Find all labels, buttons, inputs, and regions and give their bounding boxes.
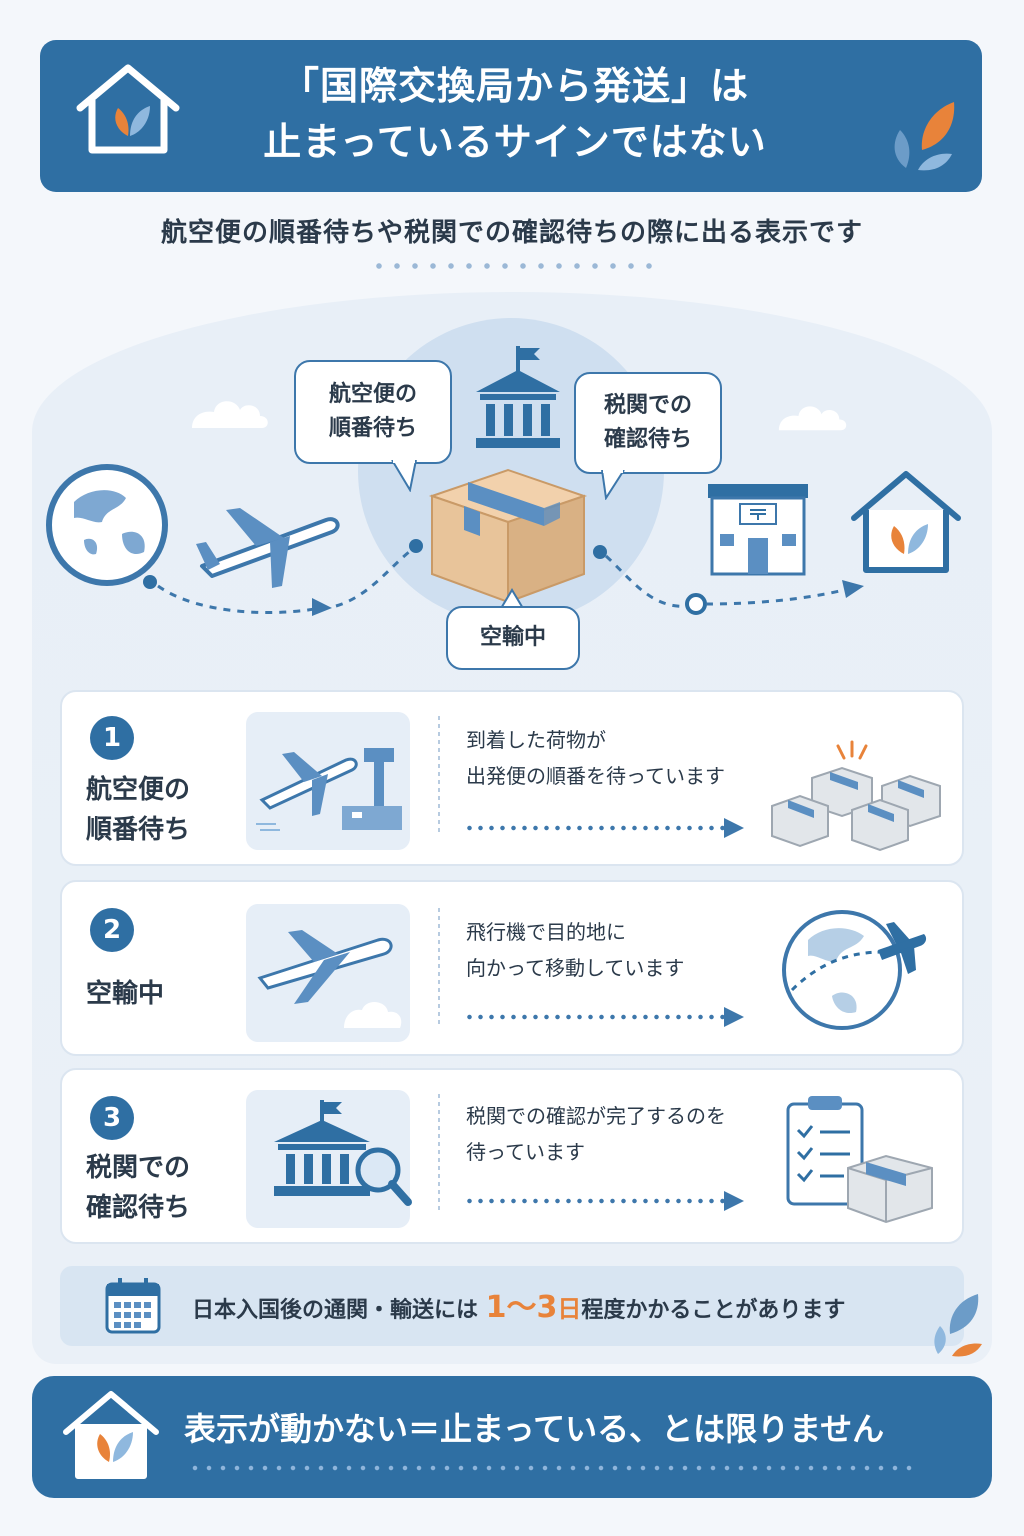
step-desc-line: 到着した荷物が [466, 728, 606, 752]
globe-airplane-icon [782, 910, 927, 1030]
separator [438, 716, 440, 836]
dotted-arrow [464, 1196, 726, 1206]
arrow-head-icon [724, 1191, 744, 1211]
footer-dotted-divider [188, 1464, 918, 1472]
airplane-icon [196, 508, 340, 588]
note-bar [60, 1266, 964, 1346]
step-title: 空輸中 [86, 974, 164, 1014]
footer-banner [32, 1376, 992, 1498]
title-line-1: 「国際交換局から発送」は [280, 64, 749, 108]
separator [438, 1094, 440, 1214]
subtitle: 航空便の順番待ちや税関での確認待ちの際に出る表示です [160, 218, 863, 248]
airplane-cloud-icon [257, 930, 402, 1028]
dotted-arrow [464, 823, 726, 833]
packages-stack-icon [771, 740, 941, 852]
step-title-line: 航空便の [86, 775, 191, 805]
step-number: 1 [90, 716, 134, 760]
step-description: 到着した荷物が 出発便の順番を待っています [466, 722, 725, 794]
cloud-icon [778, 406, 847, 431]
arrow-head-icon [724, 1007, 744, 1027]
clipboard-package-icon [786, 1096, 933, 1224]
separator [438, 908, 440, 1028]
cloud-icon [192, 401, 268, 428]
header-banner [40, 40, 982, 192]
footer-message: 表示が動かない＝止まっている、とは限りません [184, 1410, 885, 1448]
arrow-head-icon [724, 818, 744, 838]
step-title: 航空便の 順番待ち [86, 770, 190, 850]
route-path-right [593, 545, 864, 615]
step-number: 3 [90, 1096, 134, 1140]
bubble-tail [601, 470, 625, 500]
step-desc-line: 税関での確認が完了するのを [466, 1104, 726, 1128]
note-highlight: 1〜3 [485, 1290, 558, 1325]
step-desc-line: 待っています [466, 1140, 585, 1164]
page-title: 「国際交換局から発送」は 止まっているサインではない [160, 58, 870, 170]
step-description: 飛行機で目的地に 向かって移動しています [466, 914, 684, 986]
customs-building-icon [476, 346, 560, 448]
bubble-text: 空輸中 [479, 625, 546, 650]
note-before: 日本入国後の通関・輸送には [192, 1298, 486, 1323]
step-title-line: 順番待ち [86, 815, 191, 845]
step-title-line: 確認待ち [86, 1193, 191, 1223]
step-desc-line: 向かって移動しています [466, 956, 685, 980]
package-box-icon [428, 468, 588, 604]
step-number: 2 [90, 908, 134, 952]
step-desc-line: 出発便の順番を待っています [466, 764, 725, 788]
globe-icon [46, 464, 168, 586]
bubble-text: 順番待ち [328, 416, 417, 441]
bubble-in-flight: 空輸中 [446, 606, 580, 670]
post-office-icon [708, 484, 808, 576]
step-title-line: 空輸中 [86, 979, 165, 1009]
calendar-icon [105, 1278, 161, 1334]
bubble-tail [391, 460, 417, 492]
dotted-divider [370, 262, 654, 270]
customs-search-icon [274, 1100, 412, 1206]
step-description: 税関での確認が完了するのを 待っています [466, 1098, 726, 1170]
leaf-decoration-icon [894, 102, 955, 171]
dotted-arrow [464, 1012, 726, 1022]
bubble-text: 確認待ち [603, 427, 692, 452]
note-after: 程度かかることがあります [581, 1298, 846, 1323]
route-path-left [143, 539, 423, 616]
title-line-2: 止まっているサインではない [263, 120, 767, 164]
home-icon [76, 64, 180, 154]
home-icon [851, 471, 961, 573]
bubble-text: 税関での [603, 393, 692, 418]
step-title-line: 税関での [86, 1153, 191, 1183]
step-desc-line: 飛行機で目的地に [466, 920, 626, 944]
step-title: 税関での 確認待ち [86, 1148, 190, 1228]
bubble-tail [499, 588, 525, 610]
note-unit: 日 [557, 1295, 582, 1323]
bubble-text: 航空便の [328, 382, 417, 407]
note-text: 日本入国後の通関・輸送には 1〜3日程度かかることがあります [192, 1290, 845, 1329]
home-icon [63, 1391, 159, 1479]
bubble-customs-waiting: 税関での 確認待ち [574, 372, 722, 474]
airplane-tower-icon [256, 748, 402, 831]
leaf-decoration-icon [934, 1294, 982, 1357]
bubble-flight-waiting: 航空便の 順番待ち [294, 360, 452, 464]
